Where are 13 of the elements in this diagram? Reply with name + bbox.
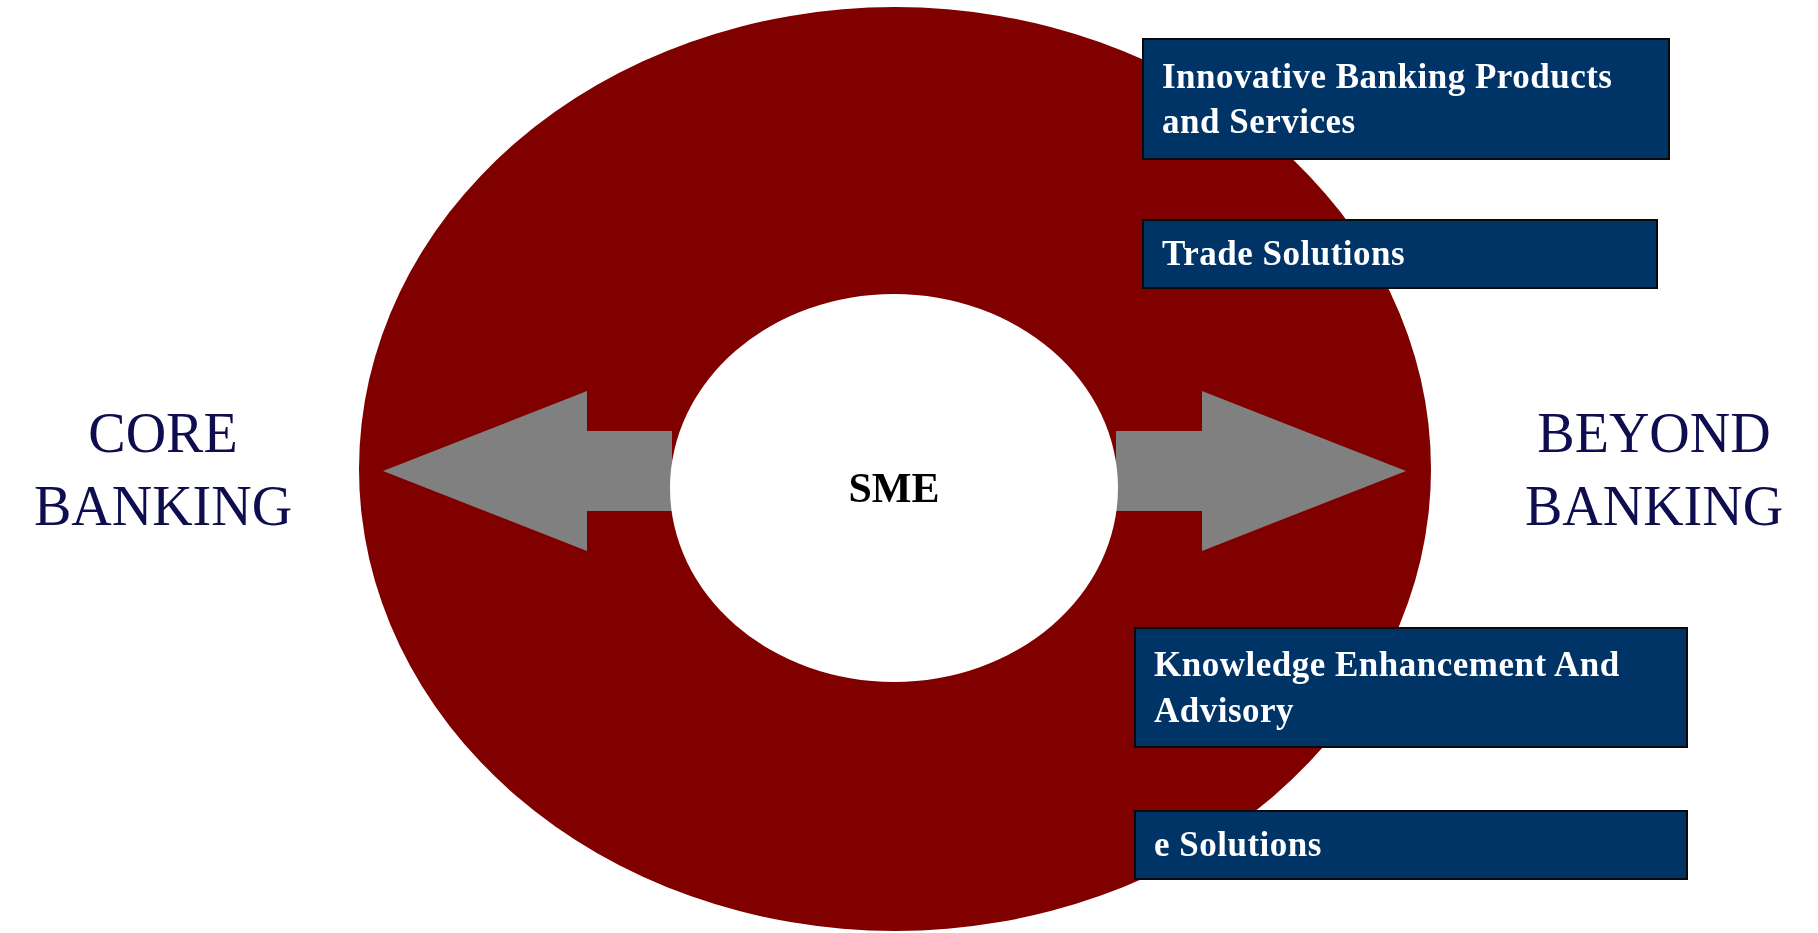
service-box: [1134, 810, 1688, 880]
service-box: [1142, 38, 1670, 160]
service-label: e Solutions: [1154, 824, 1322, 867]
block-arrow: [383, 391, 672, 551]
service-box: [1134, 627, 1688, 748]
service-box: [1142, 219, 1658, 289]
center-label: SME: [848, 464, 940, 512]
heading-text: BEYOND BANKING: [1406, 380, 1818, 560]
heading-text: CORE BANKING: [0, 380, 383, 560]
service-label: Knowledge Enhancement And Advisory: [1154, 644, 1621, 732]
block-arrow: [1116, 391, 1406, 551]
service-label: Trade Solutions: [1162, 233, 1406, 276]
service-label: Innovative Banking Products and Services: [1162, 55, 1614, 143]
